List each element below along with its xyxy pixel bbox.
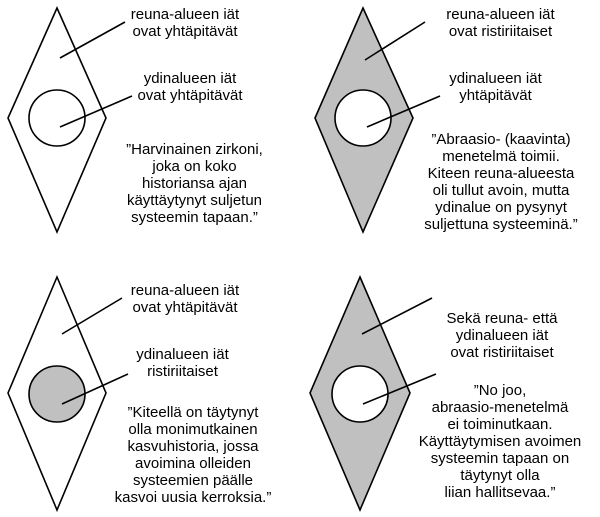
panel-3-art xyxy=(7,274,129,513)
panel-1-rim-leader xyxy=(59,21,126,59)
panel-1-rim-label: reuna-alueen iät ovat yhtäpitävät xyxy=(130,6,240,40)
panel-1-core-leader xyxy=(59,95,133,128)
panel-3-core-leader xyxy=(61,373,129,405)
panel-4-crystal-core xyxy=(331,365,389,423)
panel-2-core-leader xyxy=(366,95,441,128)
panel-3-quote: ”Kiteellä on täytynyt olla monimutkainen… xyxy=(114,404,272,506)
panel-2-crystal-core xyxy=(334,89,392,147)
panel-3-crystal-core xyxy=(28,365,86,423)
panel-1-art xyxy=(7,6,133,235)
panel-4-core-leader xyxy=(362,373,437,405)
panel-2-art xyxy=(314,6,441,235)
panel-4-rim-leader xyxy=(361,297,433,335)
panel-1-core-label: ydinalueen iät ovat yhtäpitävät xyxy=(137,70,243,104)
panel-3-rim-label: reuna-alueen iät ovat yhtäpitävät xyxy=(130,282,240,316)
panel-2-core-label: ydinalueen iät yhtäpitävät xyxy=(449,70,542,104)
panel-4-rim-label: Sekä reuna- että ydinalueen iät ovat ris… xyxy=(446,310,558,361)
panel-4-art xyxy=(309,274,437,513)
panel-2-quote: ”Abraasio- (kaavinta) menetelmä toimii. … xyxy=(424,131,578,233)
panel-2-rim-leader xyxy=(364,21,426,61)
panel-2-rim-label: reuna-alueen iät ovat ristiriitaiset xyxy=(446,6,555,40)
panel-4-quote: ”No joo, abraasio-menetelmä ei toiminutk… xyxy=(418,382,582,501)
panel-3-rim-leader xyxy=(61,297,123,335)
panel-1-quote: ”Harvinainen zirkoni, joka on koko histo… xyxy=(126,141,263,226)
panel-1-crystal-core xyxy=(28,89,86,147)
panel-3-core-label: ydinalueen iät ristiriitaiset xyxy=(136,346,229,380)
